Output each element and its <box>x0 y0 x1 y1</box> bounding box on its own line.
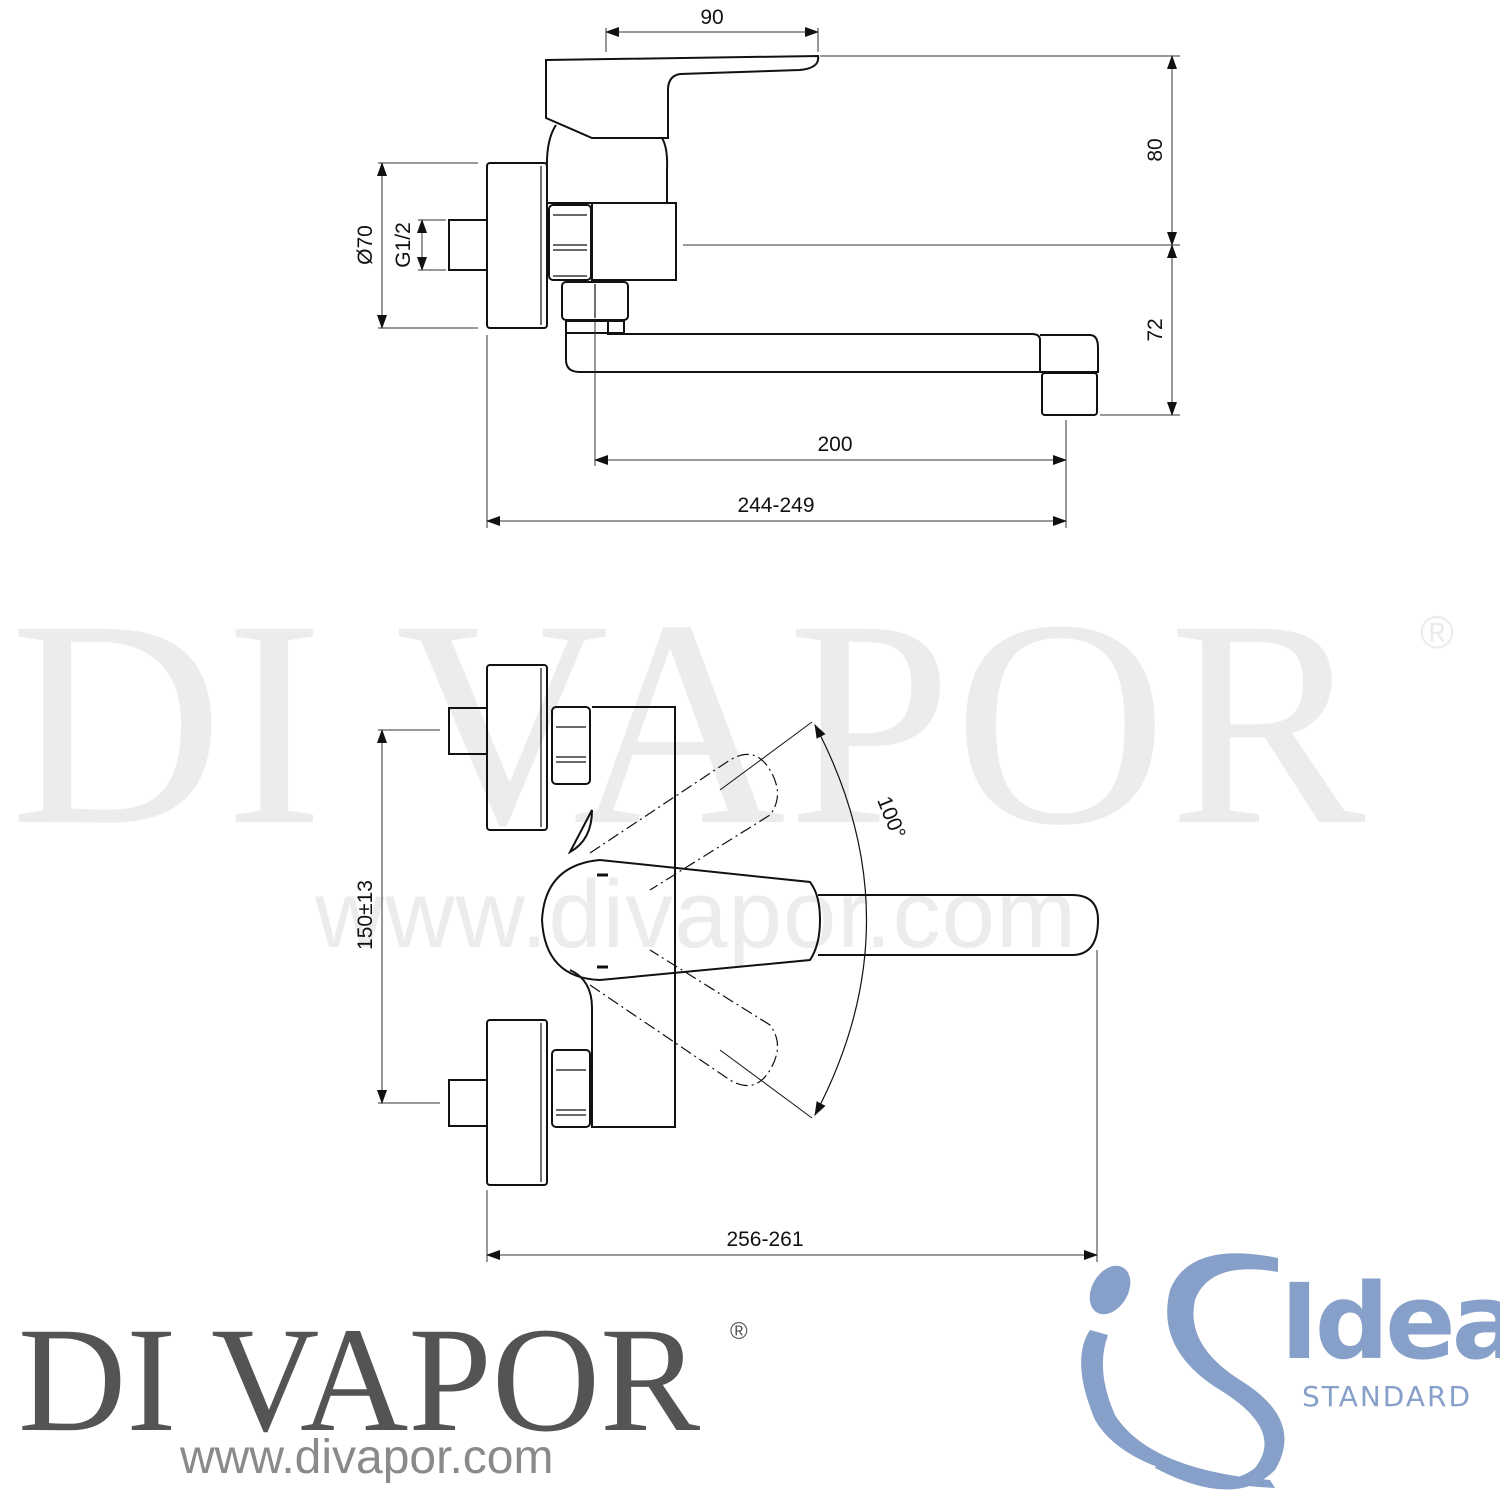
front-lower-inlet <box>448 1079 488 1127</box>
front-upper-nut <box>551 706 591 785</box>
front-upper-inlet <box>448 707 488 755</box>
watermark-brand: DI VAPOR <box>10 559 1368 886</box>
dim-overall-width: 256-261 <box>726 1228 803 1251</box>
dim-handle-length: 90 <box>700 6 723 29</box>
side-hex-nut <box>548 204 592 281</box>
dim-inlet-centres: 150±13 <box>354 880 377 950</box>
dim-lever-rotation: 100° <box>872 793 910 842</box>
side-flange <box>486 162 548 329</box>
ideal-standard-logo-sub: STANDARD <box>1302 1380 1473 1413</box>
dim-spout-drop: 72 <box>1144 318 1167 341</box>
front-lower-nut <box>551 1049 591 1128</box>
side-handle <box>545 54 820 139</box>
dim-overall-depth: 244-249 <box>737 494 814 517</box>
dim-body-height: 80 <box>1144 138 1167 161</box>
divapor-website-link[interactable]: www.divapor.com <box>180 1431 554 1484</box>
divapor-registered-mark: ® <box>730 1318 748 1345</box>
ideal-standard-logo-mark <box>1081 1253 1285 1490</box>
ideal-standard-logo-word: Ideal <box>1280 1261 1500 1383</box>
side-body <box>591 202 677 281</box>
watermark-registered-mark: ® <box>1420 606 1454 658</box>
lever-ghost-lower <box>589 949 779 1087</box>
dim-spout-reach: 200 <box>817 433 852 456</box>
front-body <box>567 706 676 1128</box>
front-lower-flange <box>486 1019 548 1186</box>
rotation-arc <box>814 724 867 1116</box>
front-spout <box>818 894 1100 956</box>
dim-flange-diameter: Ø70 <box>354 225 377 265</box>
front-upper-flange <box>486 664 548 831</box>
front-dimension-lines <box>377 729 1098 1262</box>
lever-ghost-upper <box>589 753 779 891</box>
side-dimension-lines <box>377 27 1180 528</box>
side-cartridge <box>545 124 669 204</box>
side-view <box>448 54 1099 416</box>
side-aerator <box>1041 372 1098 416</box>
watermark-url: www.divapor.com <box>315 861 1077 968</box>
dim-thread: G1/2 <box>392 222 415 268</box>
divapor-brand-logo: DI VAPOR <box>18 1297 701 1463</box>
side-spout <box>565 322 1041 373</box>
side-inlet-stub <box>448 219 488 271</box>
front-view <box>448 664 1100 1186</box>
front-lever <box>540 858 822 982</box>
